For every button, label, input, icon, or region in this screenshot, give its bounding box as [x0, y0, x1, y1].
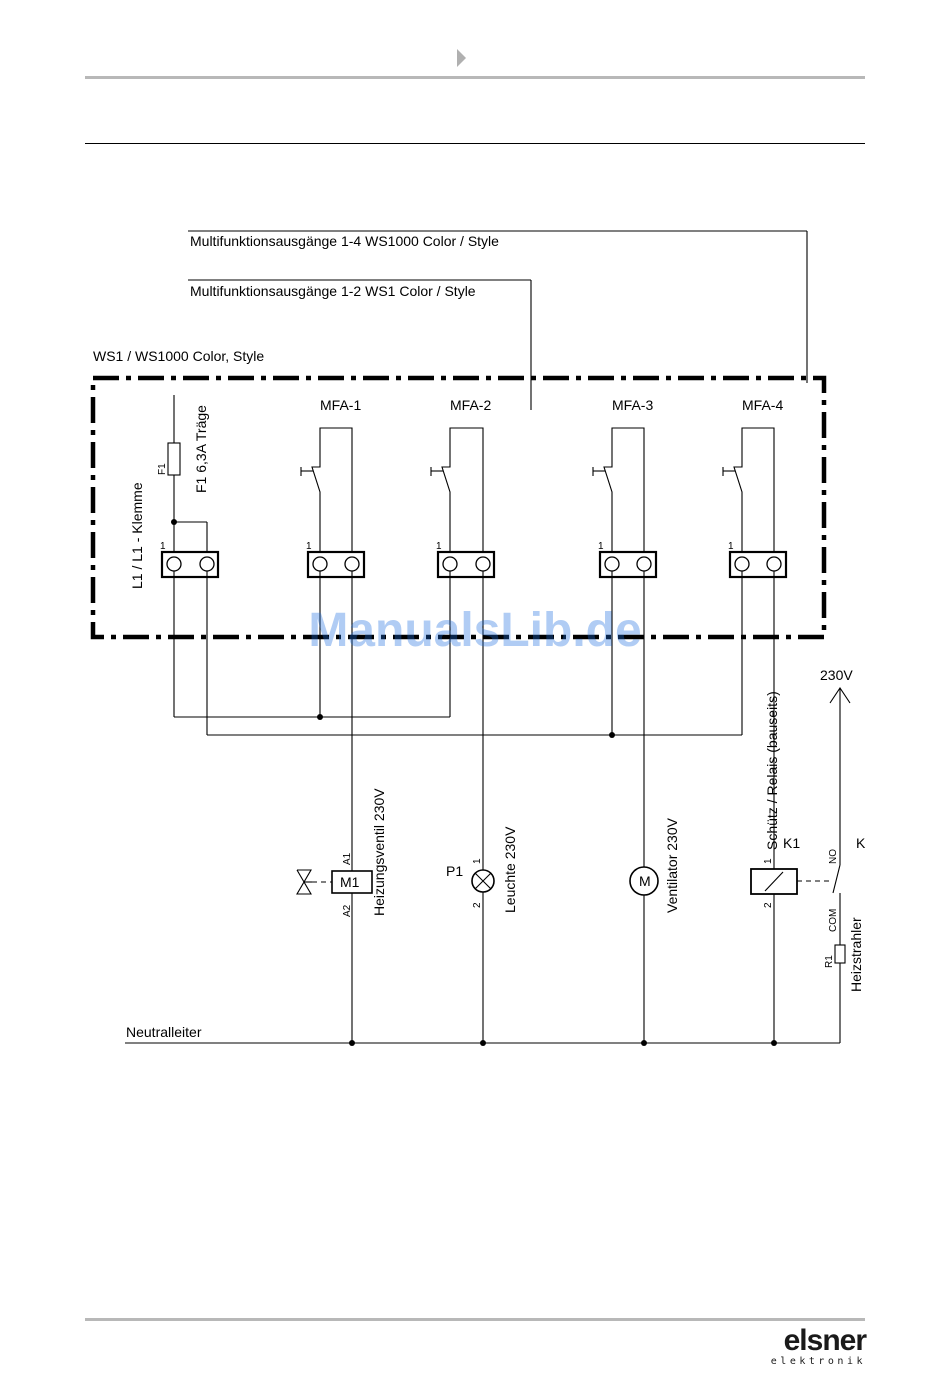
relay-label: Schütz / Relais (bauseits): [764, 691, 780, 850]
page-nav-arrow-icon: [457, 49, 466, 67]
output-contacts: [300, 427, 775, 556]
terminal-pin-1: 1: [160, 541, 166, 552]
contact-no: NO: [828, 849, 839, 864]
valve-m1: [296, 869, 373, 895]
lamp-pin-2: 2: [472, 902, 483, 908]
fuse-ref: F1: [157, 463, 168, 475]
heater-circuit: [829, 687, 851, 1043]
output-label-mfa-4: MFA-4: [742, 397, 783, 413]
relay-pin-1: 1: [763, 858, 774, 864]
fuse-label: F1 6,3A Träge: [193, 405, 209, 493]
label-mfa-1-4: Multifunktionsausgänge 1-4 WS1000 Color …: [190, 233, 499, 249]
section-rule: [85, 143, 865, 144]
output-label-mfa-2: MFA-2: [450, 397, 491, 413]
fan-label: Ventilator 230V: [664, 817, 680, 913]
supply-label: L1 / L1 - Klemme: [129, 482, 145, 589]
voltage-label: 230V: [820, 667, 853, 683]
lamp-label: Leuchte 230V: [502, 826, 518, 913]
terminal-pin-1: 1: [728, 541, 734, 552]
relay-pin-2: 2: [763, 902, 774, 908]
terminal-pin-1: 1: [436, 541, 442, 552]
valve-pin-a2: A2: [342, 904, 353, 917]
neutral-conductor: [125, 1040, 840, 1046]
heater-ref: R1: [824, 955, 835, 968]
terminal-pin-1: 1: [306, 541, 312, 552]
relay-k1: [750, 868, 830, 895]
valve-pin-a1: A1: [342, 852, 353, 865]
relay-ref: K1: [783, 835, 800, 851]
supply-l1: [167, 395, 208, 556]
neutral-label: Neutralleiter: [126, 1024, 202, 1040]
valve-label: Heizungsventil 230V: [371, 788, 387, 916]
terminal-blocks: [160, 550, 788, 579]
lamp-pin-1: 1: [472, 858, 483, 864]
contact-ref: K: [856, 835, 866, 851]
fan-motor-symbol: [629, 866, 659, 896]
brand-tagline: elektronik: [770, 1356, 866, 1367]
device-label: WS1 / WS1000 Color, Style: [93, 348, 264, 364]
contact-com: COM: [828, 909, 839, 932]
label-mfa-1-2: Multifunktionsausgänge 1-2 WS1 Color / S…: [190, 283, 476, 299]
valve-ref: M1: [340, 874, 360, 890]
output-label-mfa-1: MFA-1: [320, 397, 361, 413]
watermark: ManualsLib.de: [308, 604, 642, 657]
output-label-mfa-3: MFA-3: [612, 397, 653, 413]
lamp-ref: P1: [446, 863, 463, 879]
heater-label: Heizstrahler: [848, 917, 864, 992]
terminal-pin-1: 1: [598, 541, 604, 552]
fan-ref: M: [639, 873, 651, 889]
footer-rule: [85, 1318, 865, 1321]
header-rule: [85, 76, 865, 79]
annotation-leaders: [188, 230, 808, 410]
device-enclosure: [90, 375, 827, 640]
brand-logo: elsner elektronik: [770, 1324, 867, 1368]
brand-name: elsner: [783, 1324, 867, 1357]
distribution-wiring: [173, 571, 775, 1043]
lamp-p1: [471, 869, 495, 893]
fuse-f1-symbol: [167, 442, 181, 476]
